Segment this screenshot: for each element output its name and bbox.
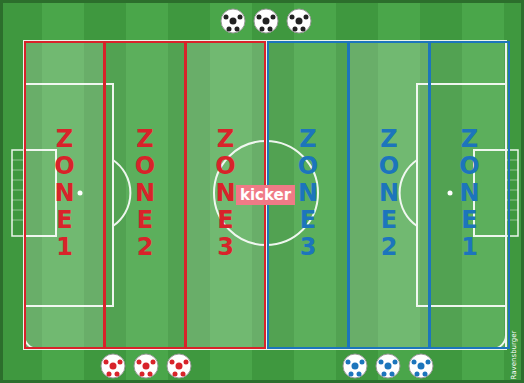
zone-label: ZONE 3 [296, 126, 320, 261]
zone-label: ZONE 2 [133, 126, 157, 261]
zone-label: ZONE 3 [214, 126, 238, 261]
zone-band: ZONE 2 [348, 41, 430, 349]
brand-text: Ravensburger [510, 331, 518, 380]
zone-band: ZONE 1 [429, 41, 510, 349]
logo-text: kicker [236, 185, 295, 205]
zone-band: ZONE 1 [24, 41, 105, 349]
zone-label: ZONE 2 [377, 126, 401, 261]
zone-label: ZONE 1 [53, 126, 77, 261]
zone-label: ZONE 1 [458, 126, 482, 261]
zone-band: ZONE 2 [104, 41, 186, 349]
